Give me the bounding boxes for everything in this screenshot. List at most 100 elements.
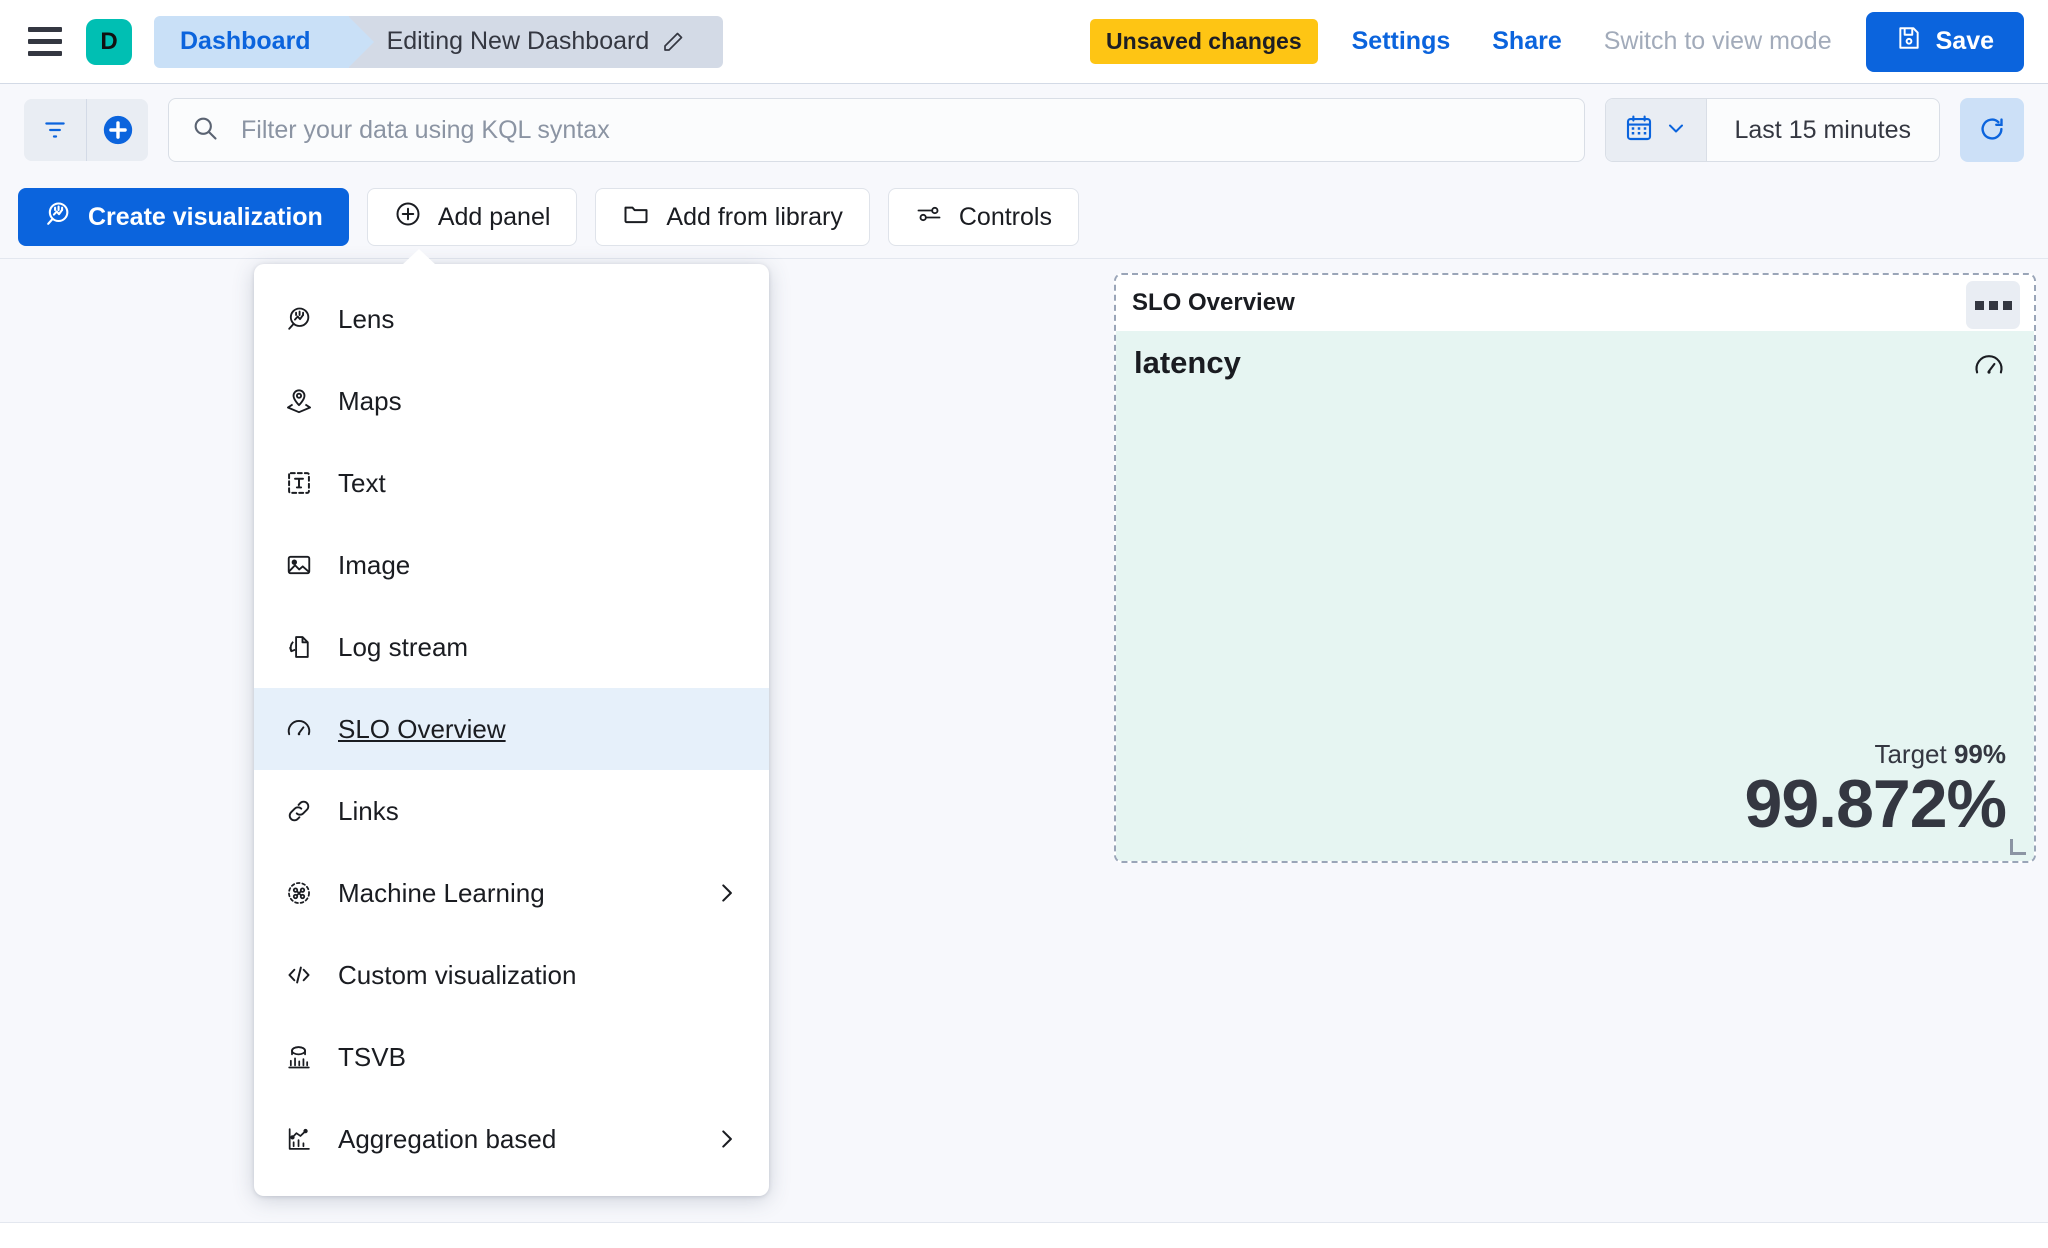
panel-header: SLO Overview	[1116, 275, 2034, 331]
save-button[interactable]: Save	[1865, 11, 2024, 72]
slo-target-label: Target	[1874, 738, 1947, 769]
add-from-library-label: Add from library	[666, 202, 843, 231]
switch-to-view-mode-link[interactable]: Switch to view mode	[1603, 27, 1832, 55]
three-dots-icon	[1988, 300, 1998, 310]
add-panel-label: Add panel	[437, 202, 551, 231]
filter-icon[interactable]	[24, 99, 86, 161]
dashboard-edit-toolbar: Create visualization Add panel Add from …	[0, 176, 2048, 258]
search-icon	[191, 114, 219, 147]
slo-panel-body: latency Target 99% 99.872%	[1116, 331, 2034, 861]
menu-item-label: Text	[338, 467, 386, 498]
menu-item-label: Maps	[338, 385, 402, 416]
text-box-icon	[284, 469, 314, 497]
breadcrumb: Dashboard Editing New Dashboard	[154, 15, 724, 68]
gauge-icon	[284, 715, 314, 743]
menu-item-maps[interactable]: Maps	[254, 360, 769, 442]
menu-item-tsvb[interactable]: TSVB	[254, 1016, 769, 1098]
search-input[interactable]	[241, 115, 1562, 145]
menu-item-links[interactable]: Links	[254, 770, 769, 852]
menu-item-lens[interactable]: Lens	[254, 278, 769, 360]
menu-item-label: Image	[338, 549, 411, 580]
create-visualization-button[interactable]: Create visualization	[18, 188, 349, 246]
menu-item-label: Log stream	[338, 631, 469, 662]
controls-button[interactable]: Controls	[887, 188, 1079, 246]
hamburger-menu-icon[interactable]	[26, 23, 64, 61]
hamburger-bar	[28, 27, 62, 32]
gauge-icon	[1972, 349, 2006, 388]
plus-circle-icon	[394, 200, 422, 235]
slo-sli-value: 99.872%	[1744, 765, 2007, 842]
filter-button-group	[24, 99, 148, 161]
save-button-label: Save	[1935, 27, 1994, 55]
panel-title: SLO Overview	[1132, 289, 1295, 316]
slo-header-row: latency	[1134, 345, 2006, 388]
slo-overview-panel[interactable]: SLO Overview latency	[1114, 273, 2036, 863]
add-panel-menu: Lens Maps Text	[254, 249, 769, 1196]
add-panel-button[interactable]: Add panel	[366, 188, 578, 246]
time-range-label[interactable]: Last 15 minutes	[1734, 115, 1912, 144]
menu-item-custom-visualization[interactable]: Custom visualization	[254, 934, 769, 1016]
menu-item-label: SLO Overview	[338, 713, 506, 744]
date-quick-select-button[interactable]	[1605, 99, 1707, 161]
menu-item-label: TSVB	[338, 1041, 406, 1072]
chevron-right-icon	[713, 1126, 739, 1152]
controls-label: Controls	[958, 202, 1052, 231]
agg-chart-icon	[284, 1125, 314, 1153]
hamburger-bar	[28, 51, 62, 56]
ml-nodes-icon	[284, 879, 314, 907]
code-icon	[284, 961, 314, 989]
three-dots-icon	[1974, 300, 1984, 310]
panel-context-menu-button[interactable]	[1966, 281, 2020, 329]
menu-item-label: Custom visualization	[338, 959, 577, 990]
three-dots-icon	[2002, 300, 2012, 310]
breadcrumb-item-editing[interactable]: Editing New Dashboard	[348, 15, 724, 68]
menu-item-text[interactable]: Text	[254, 442, 769, 524]
lens-icon	[44, 200, 72, 235]
slo-target-value: 99%	[1953, 738, 2006, 769]
menu-item-label: Aggregation based	[338, 1123, 557, 1154]
menu-item-image[interactable]: Image	[254, 524, 769, 606]
search-bar[interactable]	[168, 98, 1585, 162]
pencil-icon[interactable]	[661, 30, 685, 54]
link-icon	[284, 797, 314, 825]
menu-item-aggregation-based[interactable]: Aggregation based	[254, 1098, 769, 1180]
app-header: D Dashboard Editing New Dashboard Unsave…	[0, 0, 2048, 84]
slo-metrics: Target 99% 99.872%	[1134, 739, 2007, 842]
menu-item-label: Machine Learning	[338, 877, 545, 908]
space-avatar[interactable]: D	[86, 18, 132, 65]
time-picker: Last 15 minutes	[1604, 98, 1940, 162]
save-disk-icon	[1896, 25, 1922, 58]
menu-item-log-stream[interactable]: Log stream	[254, 606, 769, 688]
add-filter-button[interactable]	[86, 99, 148, 161]
breadcrumb-label: Editing New Dashboard	[386, 27, 650, 55]
query-bar: Last 15 minutes	[0, 84, 2048, 176]
panel-resize-handle[interactable]	[2010, 839, 2026, 855]
slo-target: Target 99%	[1134, 739, 2006, 770]
menu-item-label: Links	[338, 795, 399, 826]
hamburger-bar	[28, 39, 62, 44]
menu-item-label: Lens	[338, 303, 395, 334]
slo-name: latency	[1134, 345, 1241, 380]
calendar-icon	[1624, 113, 1654, 148]
add-from-library-button[interactable]: Add from library	[595, 188, 870, 246]
breadcrumb-item-dashboard[interactable]: Dashboard	[154, 15, 374, 68]
refresh-button[interactable]	[1960, 98, 2024, 162]
menu-item-slo-overview[interactable]: SLO Overview	[254, 688, 769, 770]
share-link[interactable]: Share	[1492, 27, 1562, 55]
refresh-icon	[1977, 114, 2007, 147]
tsvb-icon	[284, 1043, 314, 1071]
create-visualization-label: Create visualization	[88, 202, 323, 231]
unsaved-changes-badge[interactable]: Unsaved changes	[1090, 19, 1318, 64]
menu-item-machine-learning[interactable]: Machine Learning	[254, 852, 769, 934]
log-stream-icon	[284, 633, 314, 661]
lens-icon	[284, 305, 314, 333]
settings-link[interactable]: Settings	[1351, 27, 1451, 55]
chevron-right-icon	[713, 880, 739, 906]
image-icon	[284, 551, 314, 579]
chevron-down-icon	[1664, 116, 1688, 145]
dashboard-canvas: Lens Maps Text	[0, 249, 2048, 1248]
canvas-bottom-strip	[0, 1222, 2048, 1248]
breadcrumb-label: Dashboard	[180, 27, 311, 55]
maps-pin-icon	[284, 387, 314, 415]
folder-icon	[622, 200, 650, 235]
